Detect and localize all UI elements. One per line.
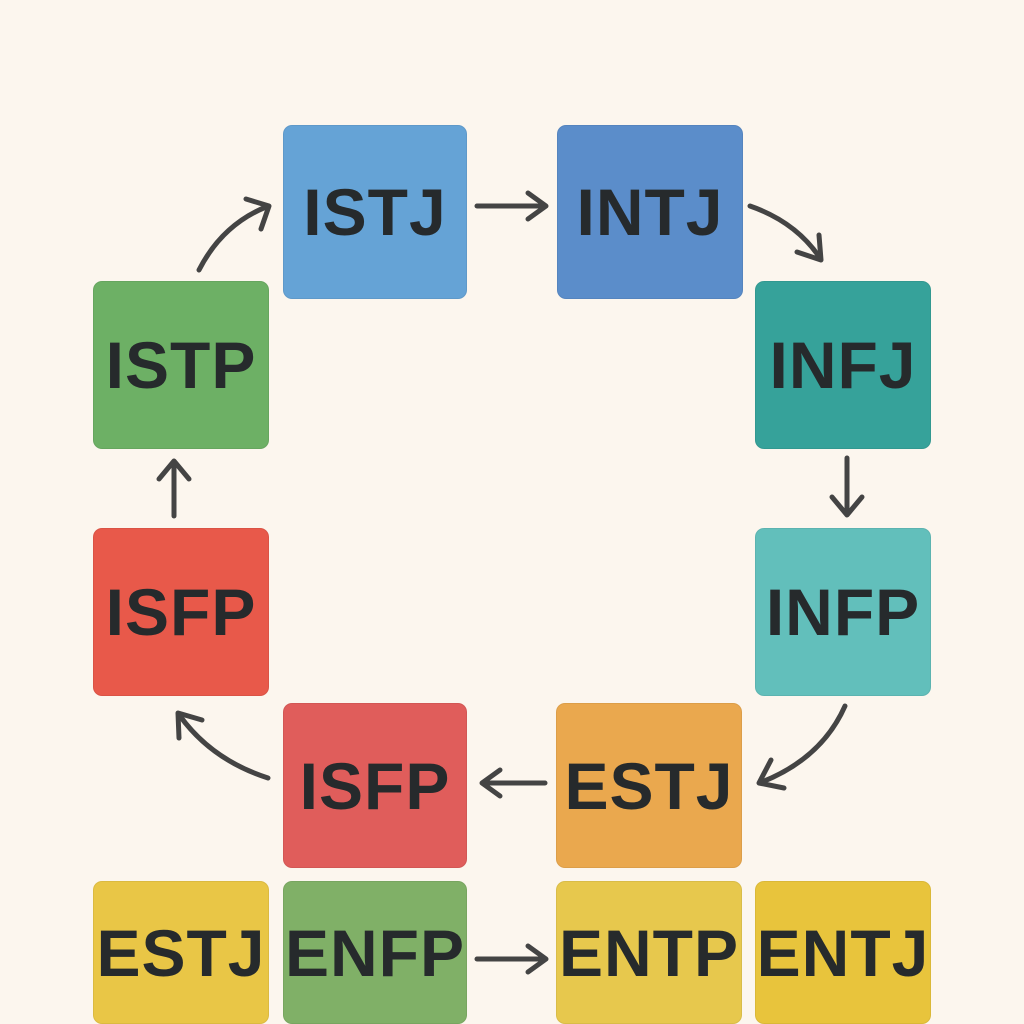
node-istj-top: ISTJ xyxy=(283,125,467,299)
node-infp: INFP xyxy=(755,528,931,696)
node-label: ENFP xyxy=(284,915,466,990)
arrow-istj-to-intj xyxy=(474,190,549,222)
node-label: ISFP xyxy=(105,575,257,649)
node-label: ISTJ xyxy=(303,175,447,249)
node-label: ISFP xyxy=(299,748,451,823)
node-label: ESTJ xyxy=(564,748,734,823)
node-label: INFP xyxy=(765,575,921,649)
node-infj: INFJ xyxy=(755,281,931,449)
arrow-intj-to-infj xyxy=(747,203,824,263)
node-entj: ENTJ xyxy=(755,881,931,1024)
node-label: ESTJ xyxy=(96,915,266,990)
arrow-isfp-to-isfp xyxy=(175,710,271,781)
node-estj-bottom: ESTJ xyxy=(93,881,269,1024)
arrow-enfp-to-entp xyxy=(474,943,549,975)
node-intj: INTJ xyxy=(557,125,743,299)
node-label: ENTP xyxy=(558,915,740,990)
node-istp: ISTP xyxy=(93,281,269,449)
arrow-isfp-to-istp xyxy=(156,458,192,519)
node-enfp: ENFP xyxy=(283,881,467,1024)
node-entp: ENTP xyxy=(556,881,742,1024)
arrow-estj-to-isfp xyxy=(479,767,548,799)
node-estj-mid: ESTJ xyxy=(556,703,742,868)
node-isfp-mid: ISFP xyxy=(283,703,467,868)
arrow-infj-to-infp xyxy=(829,455,865,518)
node-label: ENTJ xyxy=(756,915,930,990)
arrow-istp-to-istj xyxy=(196,196,272,273)
node-label: INTJ xyxy=(576,175,724,249)
node-label: INFJ xyxy=(769,328,917,402)
node-isfp-left: ISFP xyxy=(93,528,269,696)
arrow-infp-to-estj xyxy=(756,703,848,791)
node-label: ISTP xyxy=(105,328,257,402)
